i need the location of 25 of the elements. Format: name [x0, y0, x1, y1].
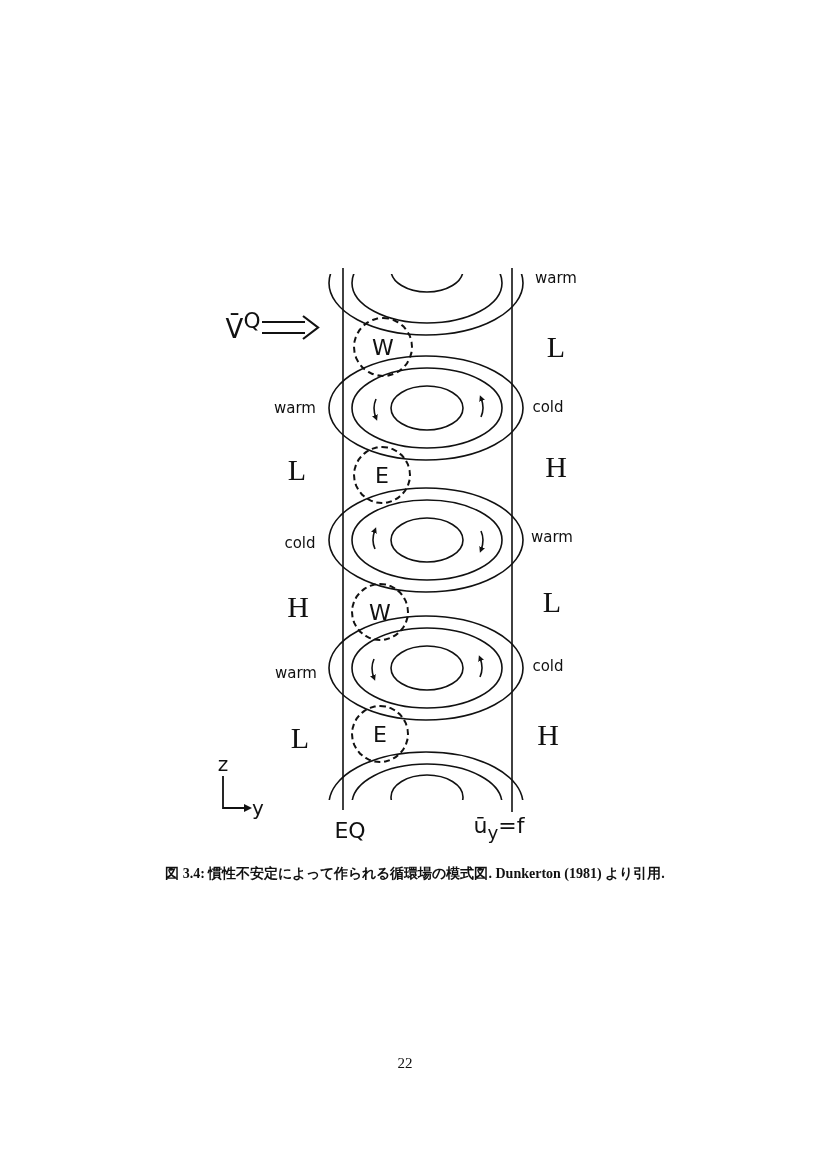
pressure-label: H [287, 590, 309, 624]
axis-label: y [252, 796, 264, 820]
temperature-label: warm [531, 528, 573, 546]
equator-label: EQ [334, 817, 366, 843]
pressure-label: L [287, 453, 307, 487]
flux-label: V̄$^{Q}$ [225, 308, 261, 344]
pressure-label: L [542, 585, 562, 619]
axis-label: z [217, 752, 229, 776]
pressure-label: L [290, 721, 310, 755]
temperature-label: warm [535, 269, 577, 287]
caption: 図 3.4: 慣性不安定によって作られる循環場の模式図. Dunkerton (1981) より引用. [165, 865, 665, 883]
wind-label: ū$_{y}$=f [473, 813, 525, 843]
dashed-circle: E [351, 705, 409, 763]
pressure-label: H [545, 450, 567, 484]
dashed-circle: W [351, 583, 409, 641]
temperature-label: cold [532, 398, 564, 416]
temperature-label: cold [532, 657, 564, 675]
temperature-label: cold [284, 534, 316, 552]
page-number: 22 [397, 1054, 413, 1072]
dashed-circle: W [353, 317, 413, 377]
pressure-label: L [546, 330, 566, 364]
temperature-label: warm [275, 664, 317, 682]
pressure-label: H [537, 718, 559, 752]
temperature-label: warm [274, 399, 316, 417]
dashed-circle: E [353, 446, 411, 504]
